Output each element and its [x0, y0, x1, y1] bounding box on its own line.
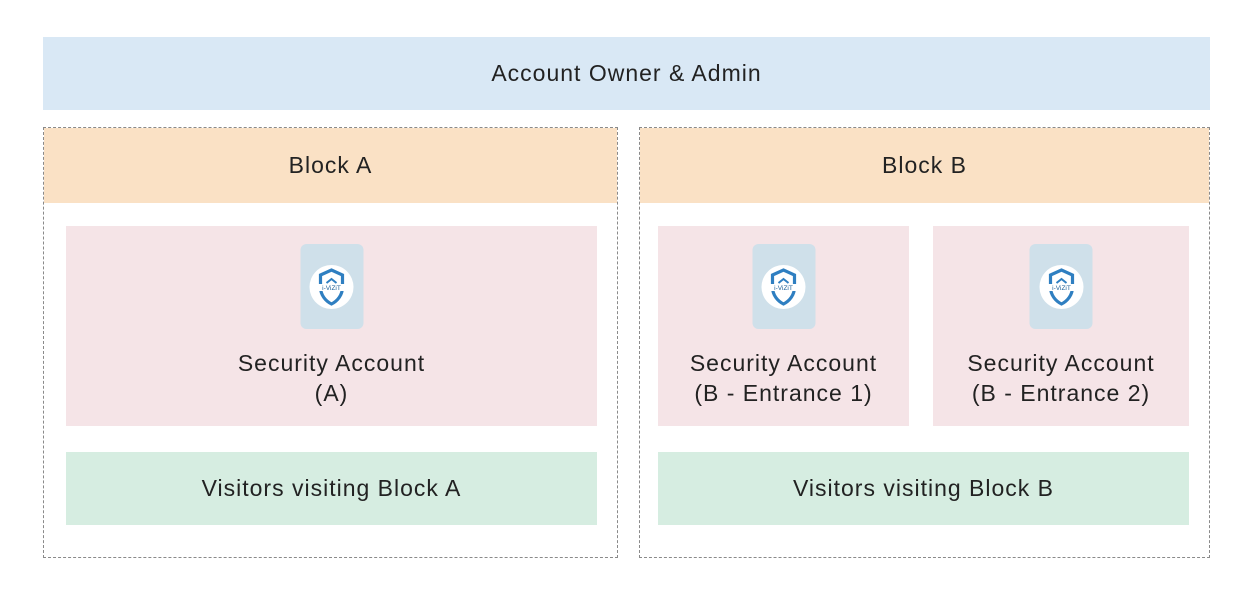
i-vizit-logo-svg: i-ViZiT: [1039, 264, 1083, 309]
security-account-b1-line1: Security Account: [689, 350, 878, 376]
i-vizit-logo-icon: i-ViZiT: [300, 244, 363, 329]
security-account-a-box: i-ViZiT Security Account (A): [66, 226, 597, 426]
block-b-header: Block B: [640, 128, 1209, 203]
visitors-block-a-label: Visitors visiting Block A: [201, 475, 462, 501]
i-vizit-logo-text: i-ViZiT: [1052, 285, 1071, 292]
security-account-b2-line2: (B - Entrance 2): [971, 380, 1151, 406]
security-account-b2-box: i-ViZiT Security Account (B - Entrance 2…: [933, 226, 1189, 426]
visitors-block-a-box: Visitors visiting Block A: [66, 452, 597, 525]
block-a-title: Block A: [288, 152, 373, 178]
block-b-title: Block B: [882, 152, 967, 178]
i-vizit-logo-svg: i-ViZiT: [761, 264, 806, 309]
i-vizit-logo-text: i-ViZiT: [774, 285, 793, 292]
visitors-block-b-label: Visitors visiting Block B: [792, 475, 1055, 501]
i-vizit-logo-svg: i-ViZiT: [309, 264, 354, 309]
account-owner-admin-label: Account Owner & Admin: [491, 60, 762, 86]
security-account-b1-line2: (B - Entrance 1): [694, 380, 873, 406]
i-vizit-logo-icon: i-ViZiT: [1029, 244, 1093, 329]
i-vizit-logo-icon: i-ViZiT: [752, 244, 815, 329]
security-account-a-line1: Security Account: [237, 350, 426, 376]
block-a-header: Block A: [44, 128, 617, 203]
security-account-a-text: Security Account (A): [66, 348, 597, 408]
security-account-b1-text: Security Account (B - Entrance 1): [658, 348, 909, 408]
block-a-container: Block A i-ViZiT Security Account (A) Vis…: [43, 127, 618, 558]
visitors-block-b-box: Visitors visiting Block B: [658, 452, 1189, 525]
security-account-b2-line1: Security Account: [967, 350, 1155, 376]
security-account-b2-text: Security Account (B - Entrance 2): [933, 348, 1189, 408]
block-b-container: Block B i-ViZiT Security Account (B - En…: [639, 127, 1210, 558]
security-account-b1-box: i-ViZiT Security Account (B - Entrance 1…: [658, 226, 909, 426]
security-account-a-line2: (A): [314, 380, 349, 406]
account-owner-admin-box: Account Owner & Admin: [43, 37, 1210, 110]
i-vizit-logo-text: i-ViZiT: [322, 285, 341, 292]
